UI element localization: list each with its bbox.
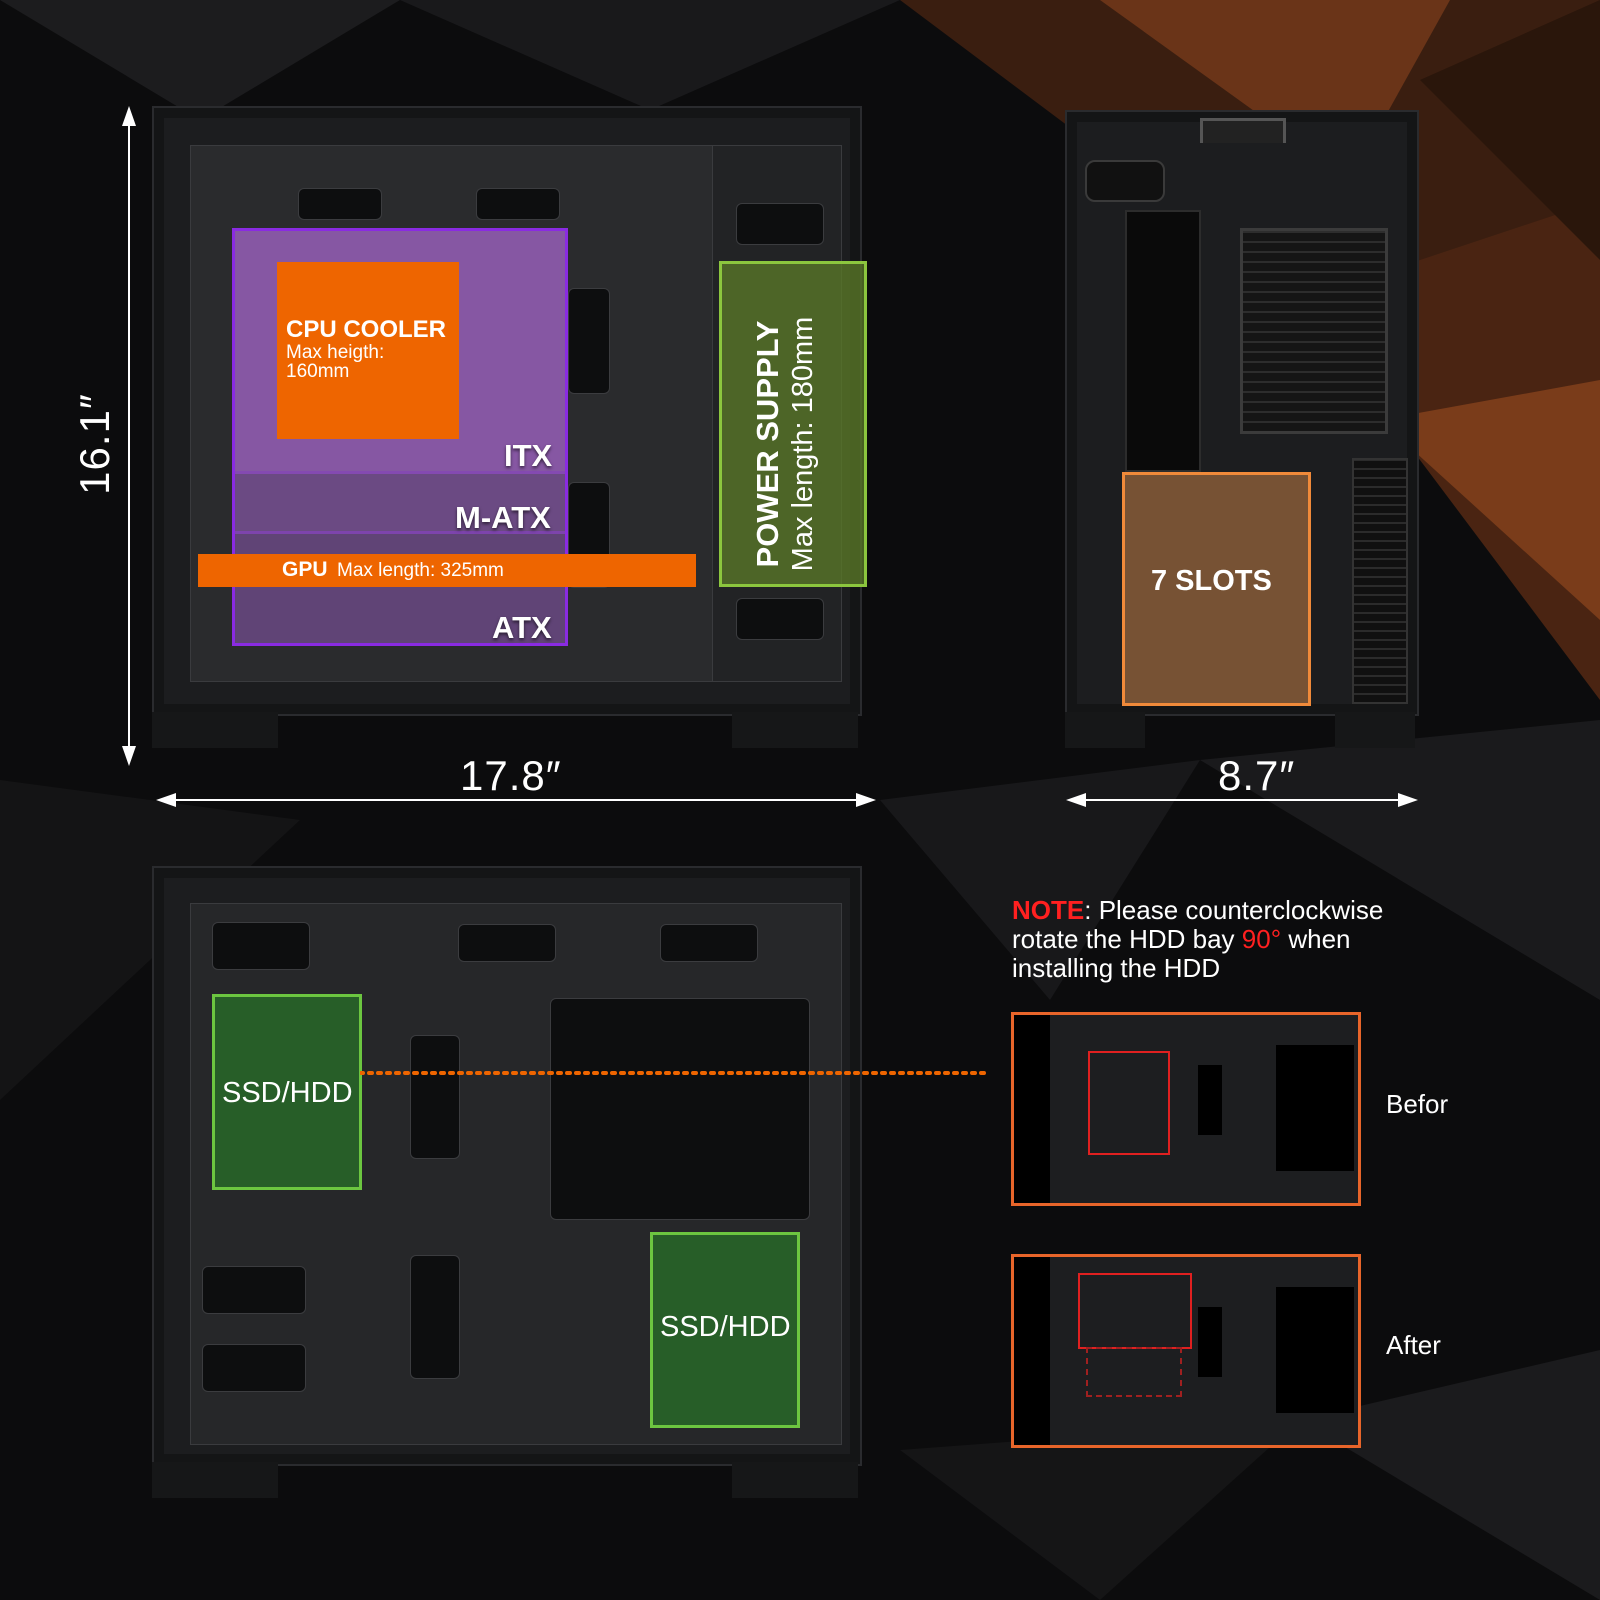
hdd-label-left: SSD/HDD	[222, 1077, 353, 1109]
cable-cutout	[202, 1266, 306, 1314]
case-foot	[732, 712, 858, 748]
before-image	[1011, 1012, 1361, 1206]
case-foot	[732, 1462, 858, 1498]
dotted-connector-line	[360, 1071, 990, 1075]
cpu-cutout	[550, 998, 810, 1220]
cpu-cooler-detail-1: Max heigth:	[286, 342, 385, 363]
cable-cutout	[410, 1035, 460, 1159]
handle	[1200, 118, 1286, 143]
cable-cutout	[568, 288, 610, 394]
hdd-label-right: SSD/HDD	[660, 1311, 791, 1343]
note-text-1: Please counterclockwise rotate the HDD b…	[1012, 895, 1384, 954]
power-socket	[1085, 160, 1165, 202]
after-label: After	[1386, 1330, 1441, 1360]
rear-fan-grille	[1240, 228, 1388, 434]
cable-cutout	[212, 922, 310, 970]
after-image	[1011, 1254, 1361, 1448]
width-arrow	[1066, 793, 1418, 807]
cpu-cooler-title: CPU COOLER	[286, 316, 447, 343]
cable-cutout	[202, 1344, 306, 1392]
installation-note: NOTE: Please counterclockwise rotate the…	[1012, 896, 1452, 983]
cable-cutout	[410, 1255, 460, 1379]
cable-cutout	[458, 924, 556, 962]
itx-label: ITX	[504, 438, 553, 473]
note-colon: :	[1084, 895, 1092, 925]
note-prefix: NOTE	[1012, 895, 1085, 925]
cpu-cooler-zone: CPU COOLER Max heigth: 160mm	[277, 262, 459, 439]
before-label: Befor	[1386, 1089, 1449, 1119]
height-label: 16.1″	[71, 393, 118, 495]
cable-cutout	[660, 924, 758, 962]
cable-cutout	[298, 188, 382, 220]
psu-title: POWER SUPPLY	[750, 320, 785, 568]
power-supply-zone: POWER SUPPLY Max length: 180mm	[719, 261, 867, 587]
gpu-title: GPU	[282, 558, 328, 581]
psu-detail: Max length: 180mm	[787, 316, 819, 572]
case-foot	[1065, 712, 1145, 748]
cable-cutout	[736, 598, 824, 640]
length-arrow	[156, 793, 876, 807]
cpu-cooler-detail-2: 160mm	[286, 361, 350, 382]
cable-cutout	[476, 188, 560, 220]
matx-label: M-ATX	[455, 500, 551, 535]
case-foot	[1335, 712, 1415, 748]
cable-cutout	[736, 203, 824, 245]
note-text-2: when installing the HDD	[1012, 924, 1351, 983]
case-foot	[152, 712, 278, 748]
side-vent	[1352, 458, 1408, 704]
hdd-bay-right: SSD/HDD	[650, 1232, 800, 1428]
hdd-bay-left: SSD/HDD	[212, 994, 362, 1190]
case-foot	[152, 1462, 278, 1498]
note-angle: 90°	[1241, 924, 1282, 954]
expansion-slots-zone: 7 SLOTS	[1122, 472, 1311, 706]
io-cutout	[1125, 210, 1201, 472]
height-arrow	[122, 106, 136, 766]
slots-label: 7 SLOTS	[1151, 565, 1272, 597]
gpu-length-bar: GPU Max length: 325mm	[198, 554, 696, 587]
atx-label: ATX	[492, 610, 552, 645]
width-label: 8.7″	[1218, 752, 1296, 799]
hdd-bay-outline-before	[1088, 1051, 1170, 1155]
gpu-detail: Max length: 325mm	[337, 560, 504, 581]
length-label: 17.8″	[460, 752, 562, 799]
atx-zone	[232, 531, 568, 646]
hdd-bay-outline-after	[1078, 1273, 1192, 1349]
